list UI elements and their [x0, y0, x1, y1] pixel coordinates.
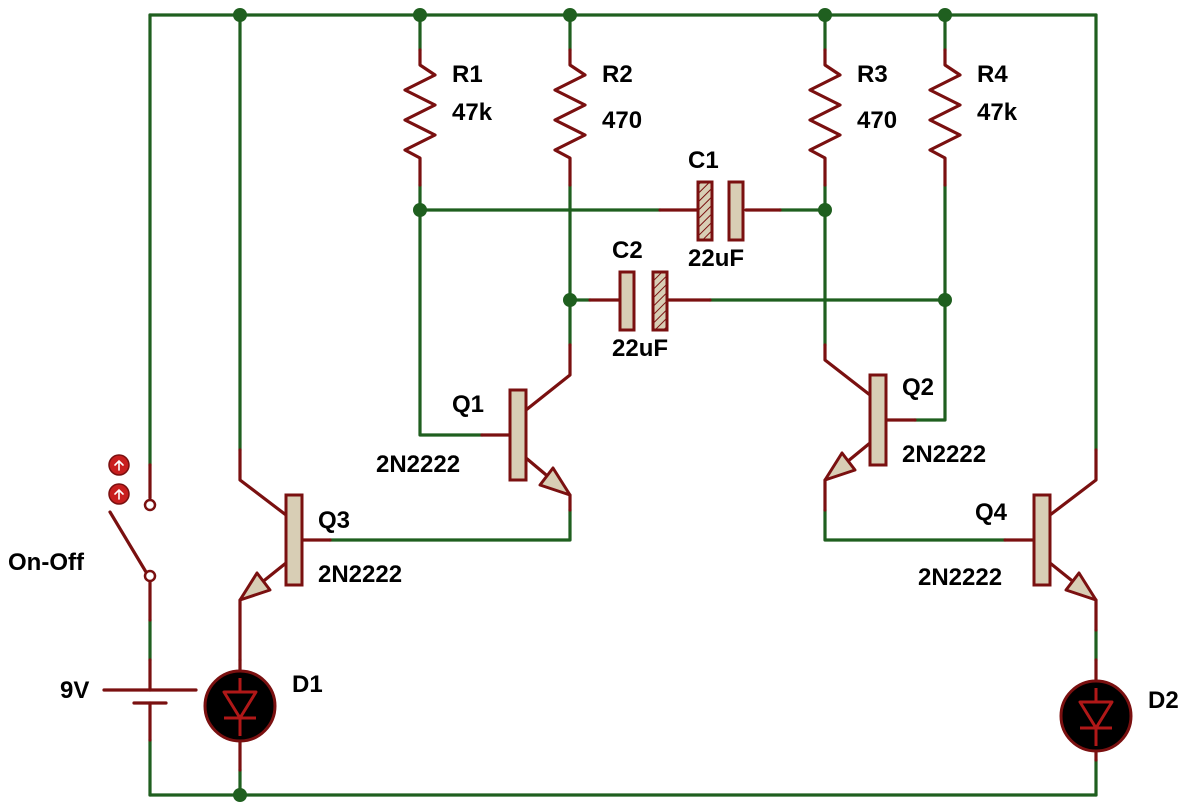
junction-dot	[563, 8, 577, 22]
switch-label: On-Off	[8, 549, 85, 576]
resistor-r3: R3 470	[808, 48, 897, 187]
led-d1: D1	[203, 658, 323, 772]
q4-label: Q4	[975, 499, 1008, 526]
transistor-q1: Q1 2N2222	[376, 343, 572, 512]
capacitor-c1: C1 22uF	[658, 147, 782, 272]
transistor-collector-lead	[1048, 448, 1098, 517]
transistor-body	[1032, 493, 1052, 587]
resistor-r4: R4 47k	[928, 48, 1018, 187]
c1-label: C1	[688, 147, 719, 174]
resistor-r2: R2 470	[553, 48, 642, 187]
q2-label: Q2	[902, 374, 934, 401]
r4-value: 47k	[977, 99, 1018, 126]
transistor-body	[508, 388, 528, 482]
switch-on-off: On-Off	[8, 454, 157, 622]
q1-label: Q1	[452, 391, 484, 418]
switch-state-marker-icon	[108, 483, 130, 505]
resistor-zigzag	[928, 48, 962, 187]
capacitor-plate-positive	[696, 180, 714, 242]
c2-value: 22uF	[612, 335, 668, 362]
junction-dot	[413, 203, 427, 217]
resistor-zigzag	[808, 48, 842, 187]
transistor-collector-lead	[823, 343, 872, 397]
junction-dot	[818, 203, 832, 217]
transistor-q4: Q4 2N2222	[918, 448, 1098, 632]
q2-emitter-to-q4-base-wire	[823, 508, 1007, 542]
switch-terminal	[143, 498, 157, 512]
d2-label: D2	[1148, 687, 1179, 714]
junction-dot	[233, 788, 247, 802]
capacitor-plate	[618, 270, 636, 332]
resistor-zigzag	[553, 48, 587, 187]
transistor-collector-lead	[524, 343, 572, 412]
junction-dot	[938, 8, 952, 22]
junction-dot	[563, 293, 577, 307]
switch-terminal	[143, 569, 157, 583]
diode-symbol-icon	[1078, 688, 1114, 746]
diode-symbol-icon	[222, 678, 258, 736]
battery-9v: 9V	[60, 658, 198, 742]
r4-to-q2-base-wire	[913, 183, 947, 422]
c1-value: 22uF	[688, 245, 744, 272]
emitter-arrow-icon	[823, 451, 857, 482]
r3-label: R3	[857, 61, 888, 88]
r3-value: 470	[857, 107, 897, 134]
r1-to-q1-base-wire	[418, 183, 484, 437]
q3-label: Q3	[318, 507, 350, 534]
capacitor-plate-positive	[651, 270, 669, 332]
capacitor-plate	[727, 180, 745, 242]
switch-blade	[108, 510, 148, 574]
battery-label: 9V	[60, 677, 89, 704]
q3-part: 2N2222	[318, 561, 402, 588]
r1-value: 47k	[452, 99, 493, 126]
resistor-r1: R1 47k	[403, 48, 493, 187]
d1-label: D1	[292, 671, 323, 698]
q2-part: 2N2222	[902, 441, 986, 468]
emitter-arrow-icon	[538, 466, 572, 497]
junction-dot	[938, 293, 952, 307]
emitter-arrow-icon	[238, 571, 272, 602]
capacitor-c2: C2 22uF	[588, 237, 712, 362]
led-d2: D2	[1059, 658, 1179, 762]
emitter-arrow-icon	[1064, 571, 1098, 602]
transistor-q3: Q3 2N2222	[238, 448, 402, 662]
r2-label: R2	[602, 61, 633, 88]
led-body	[1059, 679, 1133, 753]
transistor-body	[868, 373, 888, 467]
junctions	[233, 8, 952, 802]
transistor-q2: Q2 2N2222	[823, 343, 986, 512]
transistor-emitter-lead	[238, 561, 288, 662]
q1-emitter-to-q3-base-wire	[328, 508, 572, 542]
resistor-zigzag	[403, 48, 437, 187]
r4-label: R4	[977, 61, 1008, 88]
led-body	[203, 669, 277, 743]
junction-dot	[233, 8, 247, 22]
q1-part: 2N2222	[376, 451, 460, 478]
transistor-body	[284, 493, 304, 587]
junction-dot	[413, 8, 427, 22]
r1-label: R1	[452, 61, 483, 88]
transistor-collector-lead	[238, 448, 288, 517]
c2-label: C2	[612, 237, 643, 264]
q4-part: 2N2222	[918, 564, 1002, 591]
r2-value: 470	[602, 107, 642, 134]
switch-state-marker-icon	[108, 454, 130, 476]
junction-dot	[818, 8, 832, 22]
